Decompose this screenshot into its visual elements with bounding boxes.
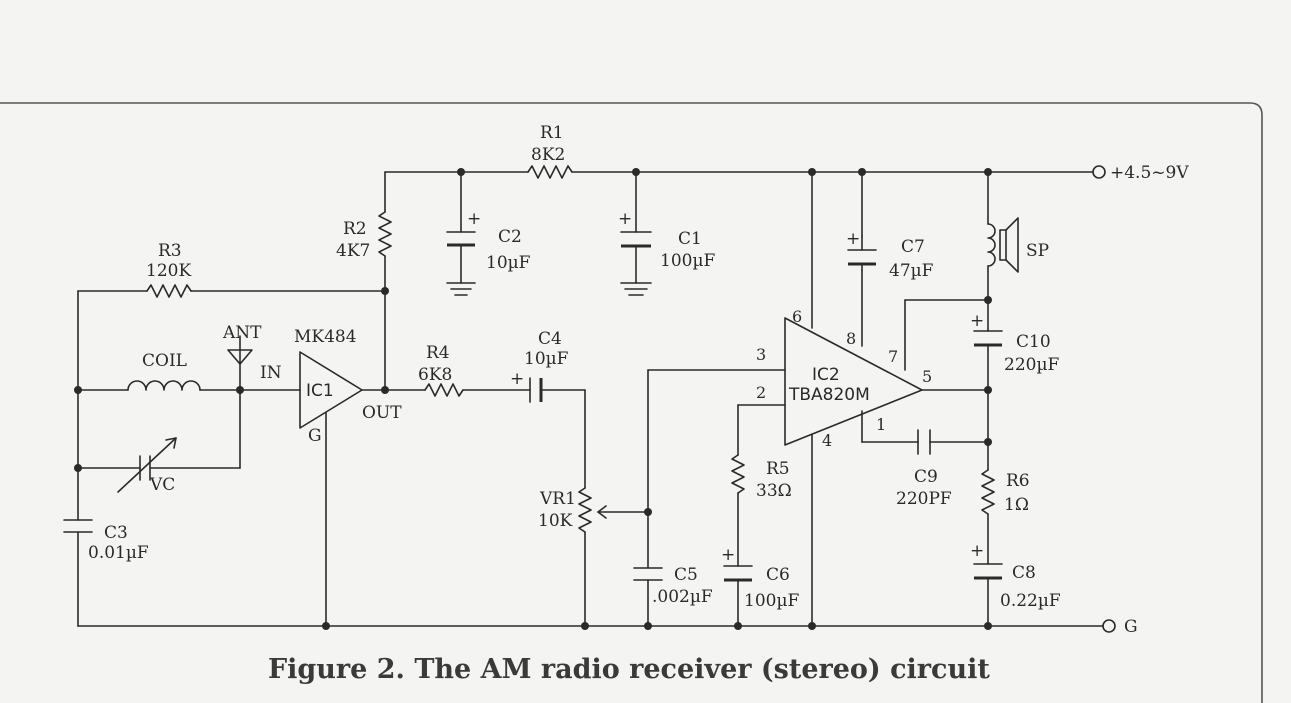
c3-capacitor — [63, 290, 93, 627]
ground-rail — [77, 619, 1116, 633]
ic2-pin-1: 1 — [876, 415, 886, 434]
sp-label: SP — [1026, 241, 1049, 261]
c9-value: 220PF — [896, 489, 952, 509]
ic1-amplifier — [299, 351, 426, 627]
r2-resistor — [378, 171, 392, 391]
page-frame — [0, 102, 1263, 703]
coil-inductor — [77, 380, 301, 391]
ic1-in-label: IN — [260, 363, 282, 383]
c2-capacitor — [446, 171, 476, 296]
c5-value: .002µF — [652, 587, 713, 607]
r5-name: R5 — [766, 459, 790, 479]
r5-resistor — [731, 404, 745, 567]
c10-name: C10 — [1016, 332, 1051, 352]
c2-value: 10µF — [486, 253, 531, 273]
c6-value: 100µF — [744, 591, 799, 611]
c4-value: 10µF — [524, 349, 569, 369]
r6-resistor — [981, 389, 995, 565]
ic1-name: IC1 — [306, 381, 334, 401]
r3-name: R3 — [158, 241, 182, 261]
c4-name: C4 — [538, 329, 562, 349]
ic2-name: IC2 — [812, 365, 840, 385]
c10-value: 220µF — [1004, 355, 1059, 375]
r2-name: R2 — [343, 219, 367, 239]
r4-name: R4 — [426, 343, 450, 363]
c6-capacitor — [723, 565, 753, 627]
supply-terminal — [1092, 165, 1106, 179]
c9-name: C9 — [914, 467, 938, 487]
r4-resistor — [424, 383, 531, 397]
c5-capacitor — [633, 369, 786, 627]
c3-name: C3 — [104, 523, 128, 543]
figure-caption: Figure 2. The AM radio receiver (stereo)… — [268, 654, 990, 685]
c6-plus: + — [721, 545, 735, 565]
c1-plus: + — [618, 209, 632, 229]
c8-capacitor — [973, 563, 1003, 627]
c10-capacitor — [973, 299, 1003, 391]
ic2-pin-6: 6 — [792, 307, 802, 326]
vr1-value: 10K — [538, 511, 573, 531]
ic2-pin-7: 7 — [888, 347, 898, 366]
supply-rail — [384, 165, 1106, 179]
c3-value: 0.01µF — [88, 543, 149, 563]
c1-capacitor — [620, 171, 652, 296]
c7-plus: + — [846, 229, 860, 249]
ant-label: ANT — [222, 323, 262, 343]
c8-plus: + — [970, 541, 984, 561]
r1-name: R1 — [540, 123, 564, 143]
c8-value: 0.22µF — [1000, 591, 1061, 611]
ic2-pin-5: 5 — [922, 367, 932, 386]
r6-value: 1Ω — [1004, 495, 1029, 515]
c2-plus: + — [467, 209, 481, 229]
r4-value: 6K8 — [418, 365, 452, 385]
c7-name: C7 — [901, 237, 925, 257]
ic2-pin-8: 8 — [846, 329, 856, 348]
vr1-name: VR1 — [539, 489, 576, 509]
ic2-pin-4: 4 — [822, 431, 832, 450]
r3-resistor — [77, 284, 386, 298]
vc-label: VC — [149, 475, 175, 495]
r5-value: 33Ω — [756, 481, 792, 501]
vc-variable-capacitor — [77, 389, 241, 493]
coil-label: COIL — [142, 351, 187, 371]
c7-capacitor — [847, 235, 877, 271]
supply-label: +4.5~9V — [1110, 163, 1189, 183]
speaker — [987, 171, 1019, 301]
antenna-icon — [227, 335, 253, 391]
ic2-part-label: TBA820M — [788, 385, 870, 405]
c7-value: 47µF — [889, 261, 934, 281]
c1-name: C1 — [678, 229, 702, 249]
c6-name: C6 — [766, 565, 790, 585]
ic2-amplifier — [737, 171, 989, 627]
ic2-pin-3: 3 — [756, 345, 766, 364]
c4-capacitor — [529, 377, 586, 403]
ground-label: G — [1124, 617, 1138, 637]
ic2-pin-2: 2 — [756, 383, 766, 402]
ic1-part-label: MK484 — [294, 327, 357, 347]
r1-value: 8K2 — [531, 145, 565, 165]
c4-plus: + — [510, 369, 524, 389]
ground-terminal — [1102, 619, 1116, 633]
c8-name: C8 — [1012, 563, 1036, 583]
r2-value: 4K7 — [336, 241, 370, 261]
c9-capacitor — [917, 429, 989, 455]
r3-value: 120K — [146, 261, 191, 281]
ic1-g-label: G — [308, 426, 322, 446]
junction-dots — [74, 168, 992, 630]
c5-name: C5 — [674, 565, 698, 585]
vr1-potentiometer — [578, 389, 649, 627]
r6-name: R6 — [1006, 471, 1030, 491]
c2-name: C2 — [498, 227, 522, 247]
c1-value: 100µF — [660, 251, 715, 271]
c10-plus: + — [970, 311, 984, 331]
ic1-out-label: OUT — [362, 403, 402, 423]
